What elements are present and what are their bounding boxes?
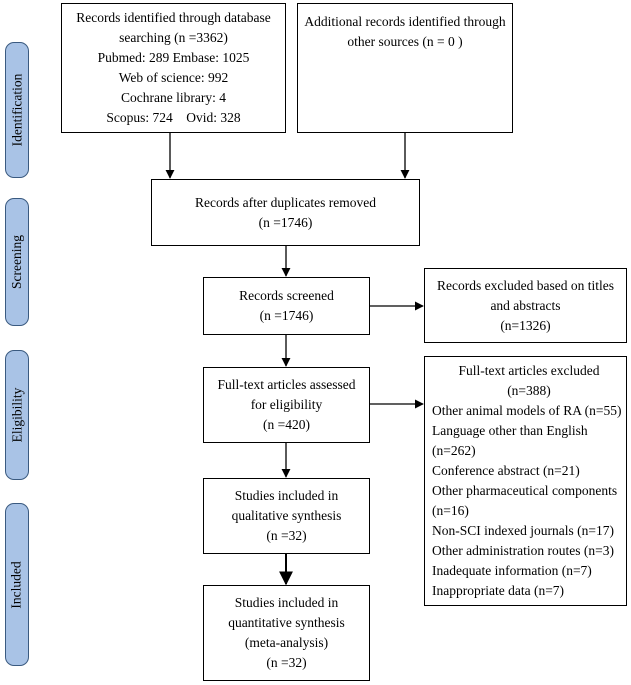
box-line: (n=388) <box>507 383 551 398</box>
duplicates-removed-box: Records after duplicates removed (n =174… <box>151 179 420 246</box>
exclusion-reason: Other animal models of RA (n=55) <box>432 403 622 418</box>
qualitative-synthesis-box: Studies included in qualitative synthesi… <box>203 478 370 554</box>
box-line: (n=1326) <box>500 317 551 333</box>
box-line: Studies included in <box>234 488 339 503</box>
exclusion-reason: Non-SCI indexed journals (n=17) <box>432 523 614 538</box>
records-screened-box: Records screened (n =1746) <box>203 277 370 335</box>
quantitative-synthesis-box: Studies included in quantitative synthes… <box>203 585 370 681</box>
box-line: for eligibility <box>250 397 323 412</box>
exclusion-reason: Conference abstract (n=21) <box>432 463 580 478</box>
box-line: (n =420) <box>263 417 310 432</box>
box-line: Full-text articles assessed <box>217 377 356 392</box>
box-line: (n =32) <box>266 528 307 543</box>
box-line: Records screened <box>239 288 334 303</box>
exclusion-reason: Inadequate information (n=7) <box>432 563 592 578</box>
exclusion-reason: (n=262) <box>432 443 476 458</box>
box-line: Web of science: 992 <box>118 70 229 85</box>
phase-identification: Identification <box>5 42 29 178</box>
box-line: (meta-analysis) <box>244 635 329 650</box>
phase-included: Included <box>5 503 29 666</box>
box-line: searching (n =3362) <box>119 30 228 45</box>
box-line: Additional records identified through <box>304 14 506 29</box>
fulltext-excluded-box: Full-text articles excluded (n=388) Othe… <box>424 356 627 606</box>
box-line: Full-text articles excluded <box>458 363 600 378</box>
phase-screening: Screening <box>5 198 29 326</box>
box-line: and abstracts <box>490 297 561 313</box>
exclusion-reason: Other administration routes (n=3) <box>432 543 614 558</box>
exclusion-reason: Inappropriate data (n=7) <box>432 583 565 598</box>
box-line: Studies included in <box>234 595 339 610</box>
box-line: Cochrane library: 4 <box>121 90 226 105</box>
records-excluded-box: Records excluded based on titles and abs… <box>424 268 627 343</box>
box-line: qualitative synthesis <box>231 508 342 523</box>
box-line: Records excluded based on titles <box>437 277 614 293</box>
box-line: Records identified through database <box>76 10 271 25</box>
box-line: Pubmed: 289 Embase: 1025 <box>97 50 250 65</box>
exclusion-reason: Other pharmaceutical components <box>432 483 618 498</box>
box-line: (n =32) <box>266 655 307 670</box>
box-line: (n =1746) <box>258 214 313 230</box>
box-line: Scopus: 724 Ovid: 328 <box>106 110 241 125</box>
fulltext-assessed-box: Full-text articles assessed for eligibil… <box>203 367 370 443</box>
phase-eligibility: Eligibility <box>5 350 29 480</box>
box-line: Records after duplicates removed <box>194 194 377 210</box>
box-line: (n =1746) <box>259 308 314 323</box>
database-records-box: Records identified through database sear… <box>61 3 286 133</box>
box-line: quantitative synthesis <box>228 615 345 630</box>
exclusion-reason: Language other than English <box>432 423 588 438</box>
exclusion-reason: (n=16) <box>432 503 469 518</box>
other-sources-box: Additional records identified through ot… <box>297 3 513 133</box>
box-line: other sources (n = 0 ) <box>347 34 463 49</box>
